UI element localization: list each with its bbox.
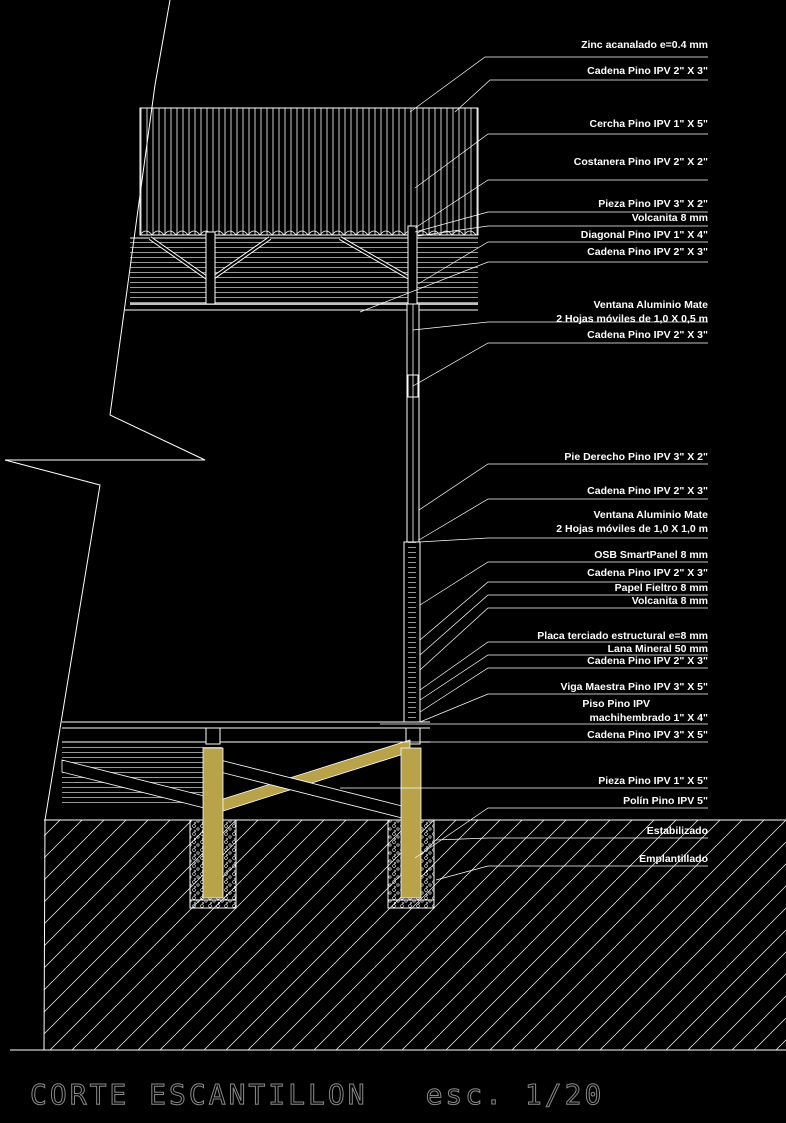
roof	[139, 107, 479, 236]
label-pieza-1: Pieza Pino IPV 3" X 2"	[598, 198, 708, 210]
label-cadena-6: Cadena Pino IPV 2" X 3"	[587, 655, 708, 667]
label-volcanita-1: Volcanita 8 mm	[631, 212, 708, 224]
label-lana: Lana Mineral 50 mm	[607, 643, 708, 655]
wall	[403, 303, 421, 723]
label-viga: Viga Maestra Pino IPV 3" X 5"	[560, 681, 709, 693]
label-costanera: Costanera Pino IPV 2" X 2"	[573, 156, 708, 168]
ceiling-truss	[125, 225, 478, 311]
label-papel: Papel Fieltro 8 mm	[614, 582, 708, 594]
label-ventana-1: Ventana Aluminio Mate 2 Hojas móviles de…	[556, 299, 708, 325]
label-volcanita-2: Volcanita 8 mm	[631, 595, 708, 607]
label-pieza-2: Pieza Pino IPV 1" X 5"	[598, 775, 708, 787]
drawing-title-name: CORTE ESCANTILLON	[30, 1078, 368, 1112]
label-ventana-2-line2: 2 Hojas móviles de 1,0 X 1,0 m	[556, 523, 708, 535]
label-ventana-2-line1: Ventana Aluminio Mate	[593, 509, 708, 521]
label-placa: Placa terciado estructural e=8 mm	[537, 630, 708, 642]
label-diagonal: Diagonal Pino IPV 1" X 4"	[580, 229, 708, 241]
label-cadena-4: Cadena Pino IPV 2" X 3"	[587, 485, 708, 497]
drawing-title: CORTE ESCANTILLON esc. 1/20	[30, 1078, 605, 1112]
label-estabilizado: Estabilizado	[646, 825, 708, 837]
label-cadena-7: Cadena Pino IPV 3" X 5"	[587, 729, 708, 741]
label-ventana-1-line2: 2 Hojas móviles de 1,0 X 0,5 m	[556, 313, 708, 325]
leader-lines	[316, 56, 708, 881]
label-piso: Piso Pino IPV machihembrado 1" X 4"	[582, 698, 708, 724]
label-osb: OSB SmartPanel 8 mm	[594, 549, 708, 561]
label-cercha: Cercha Pino IPV 1" X 5"	[589, 118, 709, 130]
foundation	[189, 747, 435, 909]
drawing-title-scale: esc. 1/20	[425, 1078, 605, 1112]
label-cadena-1: Cadena Pino IPV 2" X 3"	[587, 65, 708, 77]
label-ventana-2: Ventana Aluminio Mate 2 Hojas móviles de…	[556, 509, 708, 535]
label-cadena-3: Cadena Pino IPV 2" X 3"	[587, 329, 708, 341]
label-pie-derecho: Pie Derecho Pino IPV 3" X 2"	[564, 451, 708, 463]
label-zinc: Zinc acanalado e=0.4 mm	[581, 39, 708, 51]
label-polin: Polín Pino IPV 5"	[623, 795, 708, 807]
label-cadena-5: Cadena Pino IPV 2" X 3"	[587, 567, 708, 579]
label-piso-line1: Piso Pino IPV	[582, 698, 650, 710]
label-cadena-2: Cadena Pino IPV 2" X 3"	[587, 246, 708, 258]
floor	[61, 721, 430, 821]
label-emplantillado: Emplantillado	[639, 853, 708, 865]
label-piso-line2: machihembrado 1" X 4"	[589, 712, 709, 724]
label-ventana-1-line1: Ventana Aluminio Mate	[593, 299, 708, 311]
